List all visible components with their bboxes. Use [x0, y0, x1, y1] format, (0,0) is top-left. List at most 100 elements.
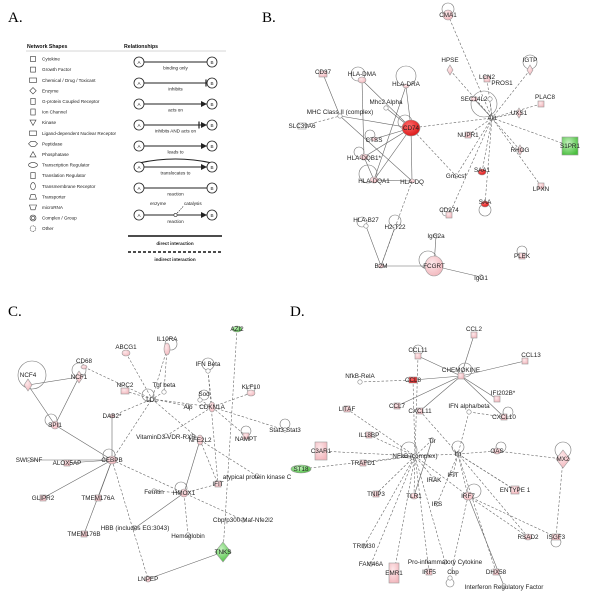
edge-hla-dqb1-cd74: [363, 127, 412, 158]
node-label: HBB (includes EG:3043): [101, 525, 170, 532]
edge-alox5ap-cebpb: [66, 459, 113, 464]
node-label: EMR1: [385, 570, 403, 577]
node-label: DHX58: [486, 569, 507, 576]
legend-shape-microrna: microRNA: [29, 204, 64, 211]
node-label: IRF7: [461, 493, 475, 500]
node-label: B2M: [375, 263, 388, 270]
edge-ccl2-chemokine: [460, 334, 475, 377]
node-irak: IRAK: [427, 476, 442, 484]
node-fcgrt: FCGRT: [423, 255, 445, 277]
node-label: SLC39A6: [289, 123, 316, 130]
legend-shape-cytokine: Cytokine: [30, 56, 60, 62]
legend-shape-label: Transmembrane Receptor: [42, 184, 96, 189]
node-fam46a: FAM46A: [359, 561, 384, 568]
node-ccl2: CCL2: [466, 326, 483, 339]
edge-irak-nfkb-complex: [414, 455, 435, 480]
node-label: HLA-DRA: [392, 81, 420, 88]
node-label: Ferritin: [144, 489, 164, 496]
edge-ifn-entype-1: [457, 453, 516, 491]
node-label: IRS: [432, 501, 443, 508]
node-entype-1: ENTYPE 1: [500, 485, 531, 495]
node-label: KLF10: [242, 384, 261, 391]
panel-letter-b: B.: [262, 10, 276, 26]
legend-node-letter: B: [210, 213, 213, 218]
node-ccl13: CCL13: [521, 352, 541, 365]
edge-irf7-rsad2: [467, 495, 529, 538]
self-loop-hla-b27: [356, 216, 368, 228]
legend-reaction-label: reaction: [167, 219, 184, 224]
self-loop-ldl: [141, 388, 155, 402]
edge-ncf4-ncf1: [27, 376, 80, 386]
edge-st18-nfkb-complex: [300, 455, 416, 470]
node-label: Mhc2 Alpha: [370, 99, 403, 106]
node-tmem176a: TMEM176A: [81, 494, 115, 502]
legend-shape-g-protein-coupled-receptor: G-protein Coupled Receptor: [30, 98, 100, 105]
edge-dab2-ldl: [111, 398, 153, 417]
edge-vitamind3-vdr-rxr-cdkn1a: [165, 406, 213, 437]
node-label: IFI202B*: [491, 390, 516, 397]
node-c3ar1: C3AR1: [311, 441, 332, 461]
node-label: IFN Beta: [196, 361, 221, 368]
edge-hemoglobin-hmox1: [183, 492, 189, 536]
node-ldl: LDL: [146, 396, 158, 404]
legend-shape-ligand-dependent-nuclear-receptor: Ligand-dependent Nuclear Receptor: [29, 130, 117, 136]
node-label: ALOX5AP: [53, 460, 82, 467]
edge-tnks-lnpep: [147, 551, 224, 580]
edge-ifn-oas: [457, 449, 498, 455]
node-swi-snf: SWI-SNF: [16, 457, 43, 464]
legend-shape-enzyme: Enzyme: [29, 87, 59, 95]
legend-node-letter: A: [137, 81, 141, 86]
edge-ccl7-chemokine: [396, 375, 462, 407]
node-label: atypical protein kinase C: [223, 474, 292, 481]
node-label: PROS1: [491, 80, 513, 87]
edge-irf5-nfkb-complex: [414, 455, 430, 573]
edge-irf7-isgf3: [467, 495, 557, 538]
edge-klf10-cdkn1a: [211, 392, 252, 408]
node-label: IRF5: [422, 569, 436, 576]
self-loop-akt: [470, 90, 498, 118]
node-label: Cbp/p300-Maf-Nfe2l2: [213, 517, 274, 524]
edge-hla-dq-cd74: [410, 127, 413, 182]
legend-node-letter: A: [137, 144, 141, 149]
legend-node-letter: A: [137, 186, 141, 191]
node-isgf3: ISGF3: [547, 533, 566, 541]
node-ifi202b: IFI202B*: [491, 390, 516, 403]
edge-ldl-nfe2l2: [151, 398, 201, 441]
node-label: CXCL10: [492, 414, 516, 421]
node-cdkn1a: CDKN1A: [199, 401, 226, 413]
node-label: MHC Class II (complex): [307, 109, 373, 116]
node-lcn2: LCN2: [479, 74, 496, 83]
edge-ccl8-chemokine: [412, 375, 462, 381]
node-label: AZI2: [230, 326, 244, 333]
node-label: IGTP: [523, 57, 538, 64]
edge-gm-csf-akt: [455, 117, 493, 177]
legend-relation-label: acts on: [168, 108, 183, 113]
edge-nfkb-complex-irf7: [414, 455, 469, 497]
node-tlr1: TLR1: [406, 492, 422, 500]
node-chemokine: CHEMOKINE: [442, 367, 480, 380]
legend-shape-ion-channel: Ion Channel: [30, 108, 67, 116]
legend-shape-growth-factor: Growth Factor: [30, 66, 72, 73]
node-label: HPSE: [441, 57, 458, 64]
node-label: UXS1: [511, 110, 528, 117]
legend-node-letter: A: [137, 123, 141, 128]
legend-relation-label: translocates to: [161, 171, 191, 176]
legend-shape-label: Transcription Regulator: [42, 163, 90, 168]
legend-shape-label: microRNA: [42, 205, 64, 210]
node-label: NPC2: [117, 382, 134, 389]
node-hemoglobin: Hemoglobin: [171, 532, 205, 540]
edge-cebpb-hmox1: [111, 459, 185, 494]
edge-cd74-gm-csf: [410, 127, 457, 177]
legend-shape-label: Phosphatase: [42, 152, 69, 157]
node-irs: IRS: [432, 501, 443, 508]
node-label: SPI1: [48, 422, 62, 429]
node-label: CD68: [76, 358, 93, 365]
edge-rhog-akt: [491, 117, 521, 151]
node-label: TMEM176A: [81, 495, 115, 502]
legend-enzyme-label: enzyme: [150, 201, 167, 206]
node-label: H2-T22: [385, 224, 406, 231]
node-label: ABCG1: [115, 344, 137, 351]
